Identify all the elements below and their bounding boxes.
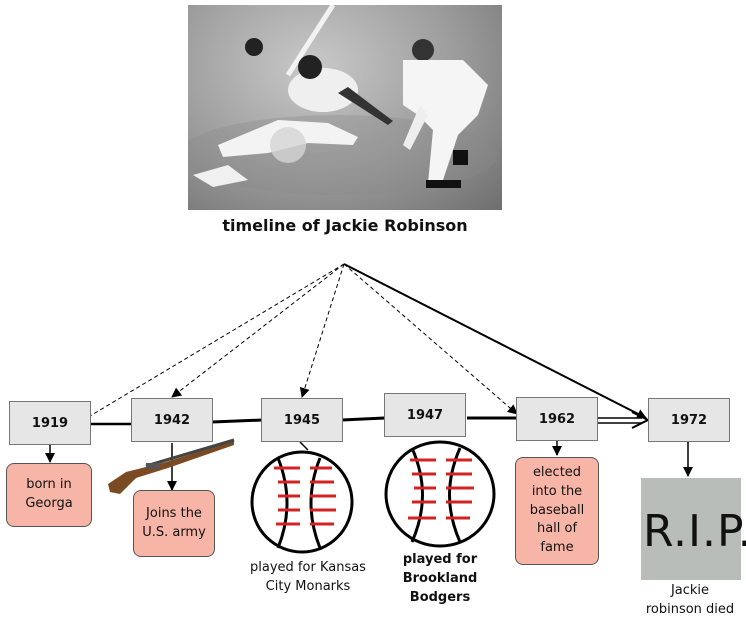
baseball-icon-1947: [384, 440, 496, 548]
baseball-icon-1945: [250, 450, 354, 554]
baseball-photo: [188, 5, 502, 210]
year-box-1942: 1942: [131, 398, 213, 442]
year-box-1972: 1972: [648, 398, 730, 442]
rifle-icon: [108, 438, 235, 494]
tombstone-icon: R.I.P.: [641, 478, 746, 580]
year-box-1945: 1945: [261, 398, 343, 442]
year-box-1962: 1962: [516, 397, 598, 441]
year-box-1947: 1947: [384, 393, 466, 437]
year-box-1919: 1919: [9, 401, 91, 445]
page-title: timeline of Jackie Robinson: [222, 216, 468, 235]
